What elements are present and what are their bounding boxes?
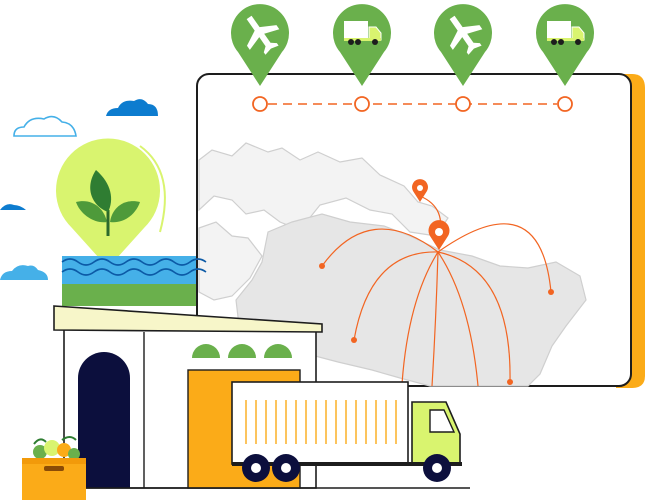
- route-arc-southeast: [437, 251, 511, 383]
- route-arc-south-1: [401, 251, 439, 385]
- warehouse-window-1: [192, 344, 220, 358]
- airplane-icon: [449, 15, 483, 55]
- cloud-blue-small: [0, 204, 26, 210]
- airplane-icon: [246, 15, 280, 55]
- delivery-routes: [319, 195, 554, 387]
- pin-shape: [434, 4, 492, 87]
- route-pin-4: [536, 4, 594, 87]
- truck-chassis: [232, 462, 462, 466]
- cloud-blue-top: [106, 99, 158, 116]
- map-panel: [196, 73, 645, 388]
- truck-cargo-stripes: [245, 400, 397, 444]
- truck-wheel: [272, 454, 300, 482]
- route-end-dot: [351, 337, 357, 343]
- map-outline-north: [198, 142, 449, 237]
- clouds: [0, 99, 158, 280]
- truck-cab-window: [429, 409, 456, 433]
- cloud-light-left: [0, 265, 48, 280]
- truck-wheel: [242, 454, 270, 482]
- route-end-dot: [548, 289, 554, 295]
- leaf-pin: [56, 138, 166, 268]
- delivery-truck: [231, 381, 462, 482]
- cloud-outline: [13, 115, 77, 137]
- delivery-truck-icon: [344, 21, 382, 45]
- route-end-dot: [319, 263, 325, 269]
- truck-wheel: [423, 454, 451, 482]
- route-arc-west: [321, 228, 439, 267]
- pin-shape: [231, 4, 289, 87]
- wave-line-1: [61, 258, 207, 266]
- map-outline-west: [198, 221, 263, 301]
- delivery-truck-icon: [547, 21, 585, 45]
- produce-crate-icon: [22, 436, 86, 500]
- route-line: [252, 96, 573, 112]
- route-pin-3: [434, 4, 492, 87]
- route-node-1: [252, 96, 268, 112]
- route-arc-south-3: [437, 251, 479, 387]
- route-node-2: [354, 96, 370, 112]
- route-arc-east: [437, 223, 552, 293]
- warehouse-window-2: [228, 344, 256, 358]
- grass: [62, 284, 196, 306]
- water-band: [61, 256, 207, 306]
- leaf-pin-glow-arc: [139, 145, 166, 233]
- warehouse-window-3: [264, 344, 292, 358]
- route-pin-2: [333, 4, 391, 87]
- location-marker-hub: [428, 220, 450, 250]
- route-arc-south-2: [431, 251, 439, 387]
- warehouse-roof: [53, 305, 323, 333]
- route-node-3: [455, 96, 471, 112]
- route-node-4: [557, 96, 573, 112]
- wave-line-2: [61, 268, 207, 276]
- route-end-dot: [507, 379, 513, 385]
- route-pin-1: [231, 4, 289, 87]
- warehouse-arch-door: [78, 352, 130, 488]
- route-arc-southwest: [353, 251, 439, 341]
- plant-leaves-icon: [76, 170, 140, 236]
- location-marker-small: [412, 179, 428, 202]
- truck-cargo-box: [231, 381, 409, 465]
